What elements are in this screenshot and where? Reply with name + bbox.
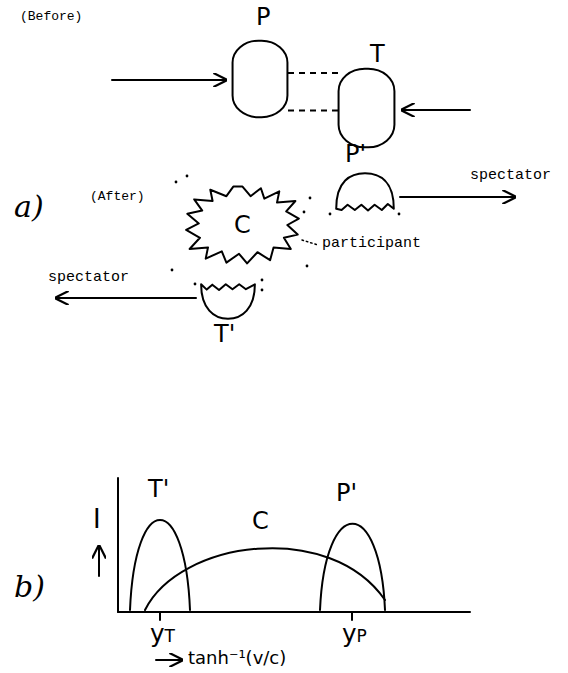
- leader-line: [302, 240, 318, 245]
- debris-dot: [303, 211, 306, 214]
- panel-letter: b): [14, 570, 45, 603]
- peak-label: P': [336, 480, 357, 506]
- measure: C: [234, 212, 251, 238]
- nucleus-label: P: [256, 4, 270, 30]
- participant-fireball: C: [185, 185, 300, 265]
- shape-path: [339, 69, 395, 147]
- projectile-spectator-peak: [320, 524, 385, 610]
- debris-dot: [175, 181, 178, 184]
- rapidity-arrow: [156, 659, 182, 661]
- debris-dot: [309, 197, 312, 200]
- fireball-label: C: [185, 185, 300, 265]
- axis-tick: [351, 612, 353, 620]
- spectator-label: spectator: [48, 270, 129, 287]
- debris-dot: [186, 175, 189, 178]
- target-spectator: T': [200, 282, 256, 320]
- dome-outline: [335, 172, 395, 212]
- interaction-line: [288, 72, 338, 74]
- axis-label: I: [93, 505, 101, 534]
- target-nucleus: T: [338, 68, 395, 148]
- shape-outline: [201, 284, 255, 319]
- oval-outline: [338, 68, 395, 148]
- participant-label: participant: [322, 236, 421, 253]
- shape-path: [201, 284, 255, 319]
- x-axis: [118, 611, 470, 613]
- nucleus-label: T: [370, 41, 385, 67]
- debris-dot: [194, 283, 197, 286]
- shape-path: [186, 187, 299, 264]
- interaction-line: [288, 110, 338, 112]
- debris-dot: [261, 279, 264, 282]
- shape-path: [233, 41, 288, 117]
- projectile-motion-arrow: [112, 79, 226, 81]
- intensity-arrow: [98, 546, 100, 576]
- debris-dot: [261, 289, 264, 292]
- axis-label: tanh⁻¹(v/c): [188, 648, 286, 668]
- peak-label: T': [148, 476, 169, 502]
- participant-distribution: [145, 548, 385, 610]
- stage-heading: (After): [90, 190, 145, 204]
- spectator-motion-arrow: [400, 196, 515, 198]
- debris-dot: [398, 213, 401, 216]
- axis-tick-label: yT: [150, 620, 175, 647]
- projectile-nucleus: P: [232, 40, 288, 118]
- target-motion-arrow: [402, 109, 470, 111]
- bowl-outline: [200, 282, 256, 320]
- fragment-label: P': [345, 141, 366, 167]
- axis-tick-label: yP: [342, 620, 367, 647]
- spectator-motion-arrow: [56, 297, 196, 299]
- shape-outline: [336, 173, 394, 210]
- spectator-label: spectator: [470, 168, 551, 185]
- y-axis: [117, 478, 119, 612]
- projectile-spectator: P': [335, 172, 395, 212]
- axis-tick: [159, 612, 161, 620]
- stage-heading: (Before): [20, 10, 82, 24]
- peak-label: C: [252, 508, 269, 534]
- shape-outline: [186, 187, 299, 264]
- debris-dot: [329, 213, 332, 216]
- shape-path: [336, 173, 394, 210]
- shape-outline: [233, 41, 288, 117]
- shape-outline: [339, 69, 395, 147]
- fragment-label: T': [214, 321, 235, 347]
- oval-outline: [232, 40, 288, 118]
- panel-letter: a): [14, 190, 44, 223]
- debris-dot: [171, 269, 174, 272]
- debris-dot: [306, 265, 309, 268]
- target-spectator-peak: [130, 520, 190, 610]
